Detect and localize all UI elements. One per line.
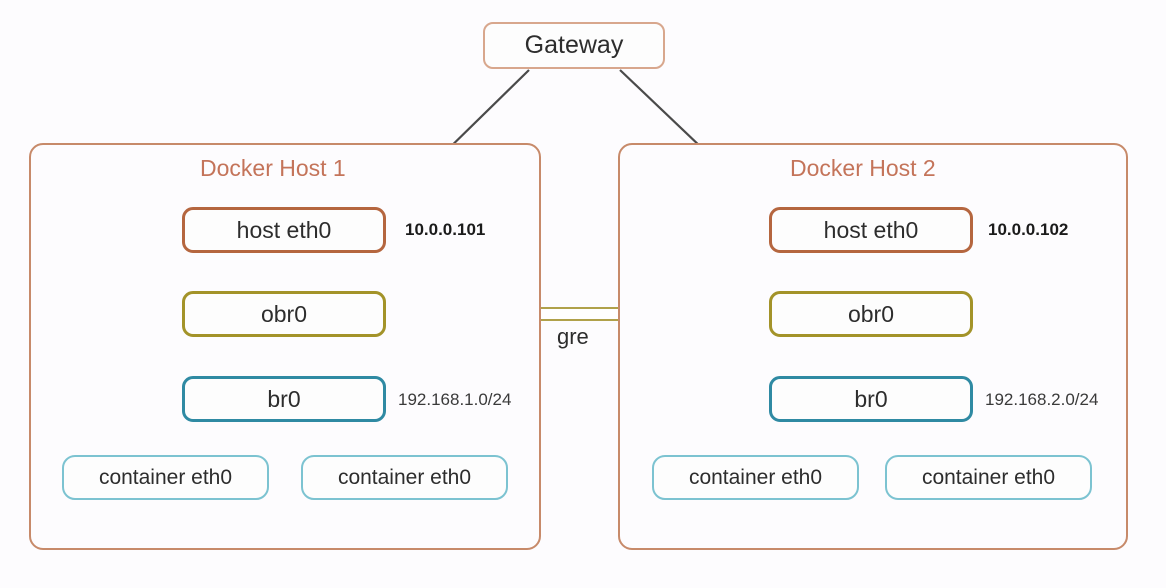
host2-host-eth0-label: host eth0 bbox=[823, 216, 919, 243]
gateway-node[interactable]: Gateway bbox=[483, 22, 665, 69]
host2-container-eth0-label-2: container eth0 bbox=[921, 465, 1056, 489]
host1-host-eth0-node[interactable]: host eth0 bbox=[182, 207, 386, 253]
host2-container-eth0-label-1: container eth0 bbox=[688, 465, 823, 489]
host2-br0-node[interactable]: br0 bbox=[769, 376, 973, 422]
host1-br0-node[interactable]: br0 bbox=[182, 376, 386, 422]
host2-host-eth0-node[interactable]: host eth0 bbox=[769, 207, 973, 253]
host2-container-eth0-node-2[interactable]: container eth0 bbox=[885, 455, 1092, 500]
host1-container-eth0-node-1[interactable]: container eth0 bbox=[62, 455, 269, 500]
host2-ip-label: 10.0.0.102 bbox=[988, 220, 1069, 239]
docker-host-1-title: Docker Host 1 bbox=[200, 155, 346, 181]
host1-ip-label: 10.0.0.101 bbox=[405, 220, 486, 239]
host1-host-eth0-label: host eth0 bbox=[236, 216, 332, 243]
host2-subnet-label: 192.168.2.0/24 bbox=[985, 390, 1099, 409]
host1-subnet-label: 192.168.1.0/24 bbox=[398, 390, 512, 409]
gre-tunnel-label: gre bbox=[557, 324, 589, 349]
host1-container-eth0-label-1: container eth0 bbox=[98, 465, 233, 489]
host1-obr0-label: obr0 bbox=[260, 300, 308, 327]
host2-obr0-label: obr0 bbox=[847, 300, 895, 327]
host1-container-eth0-label-2: container eth0 bbox=[337, 465, 472, 489]
host2-container-eth0-node-1[interactable]: container eth0 bbox=[652, 455, 859, 500]
gateway-label: Gateway bbox=[524, 31, 624, 59]
host1-obr0-node[interactable]: obr0 bbox=[182, 291, 386, 337]
host1-container-eth0-node-2[interactable]: container eth0 bbox=[301, 455, 508, 500]
host2-obr0-node[interactable]: obr0 bbox=[769, 291, 973, 337]
host1-br0-label: br0 bbox=[267, 385, 301, 412]
host2-br0-label: br0 bbox=[854, 385, 888, 412]
docker-host-2-title: Docker Host 2 bbox=[790, 155, 936, 181]
